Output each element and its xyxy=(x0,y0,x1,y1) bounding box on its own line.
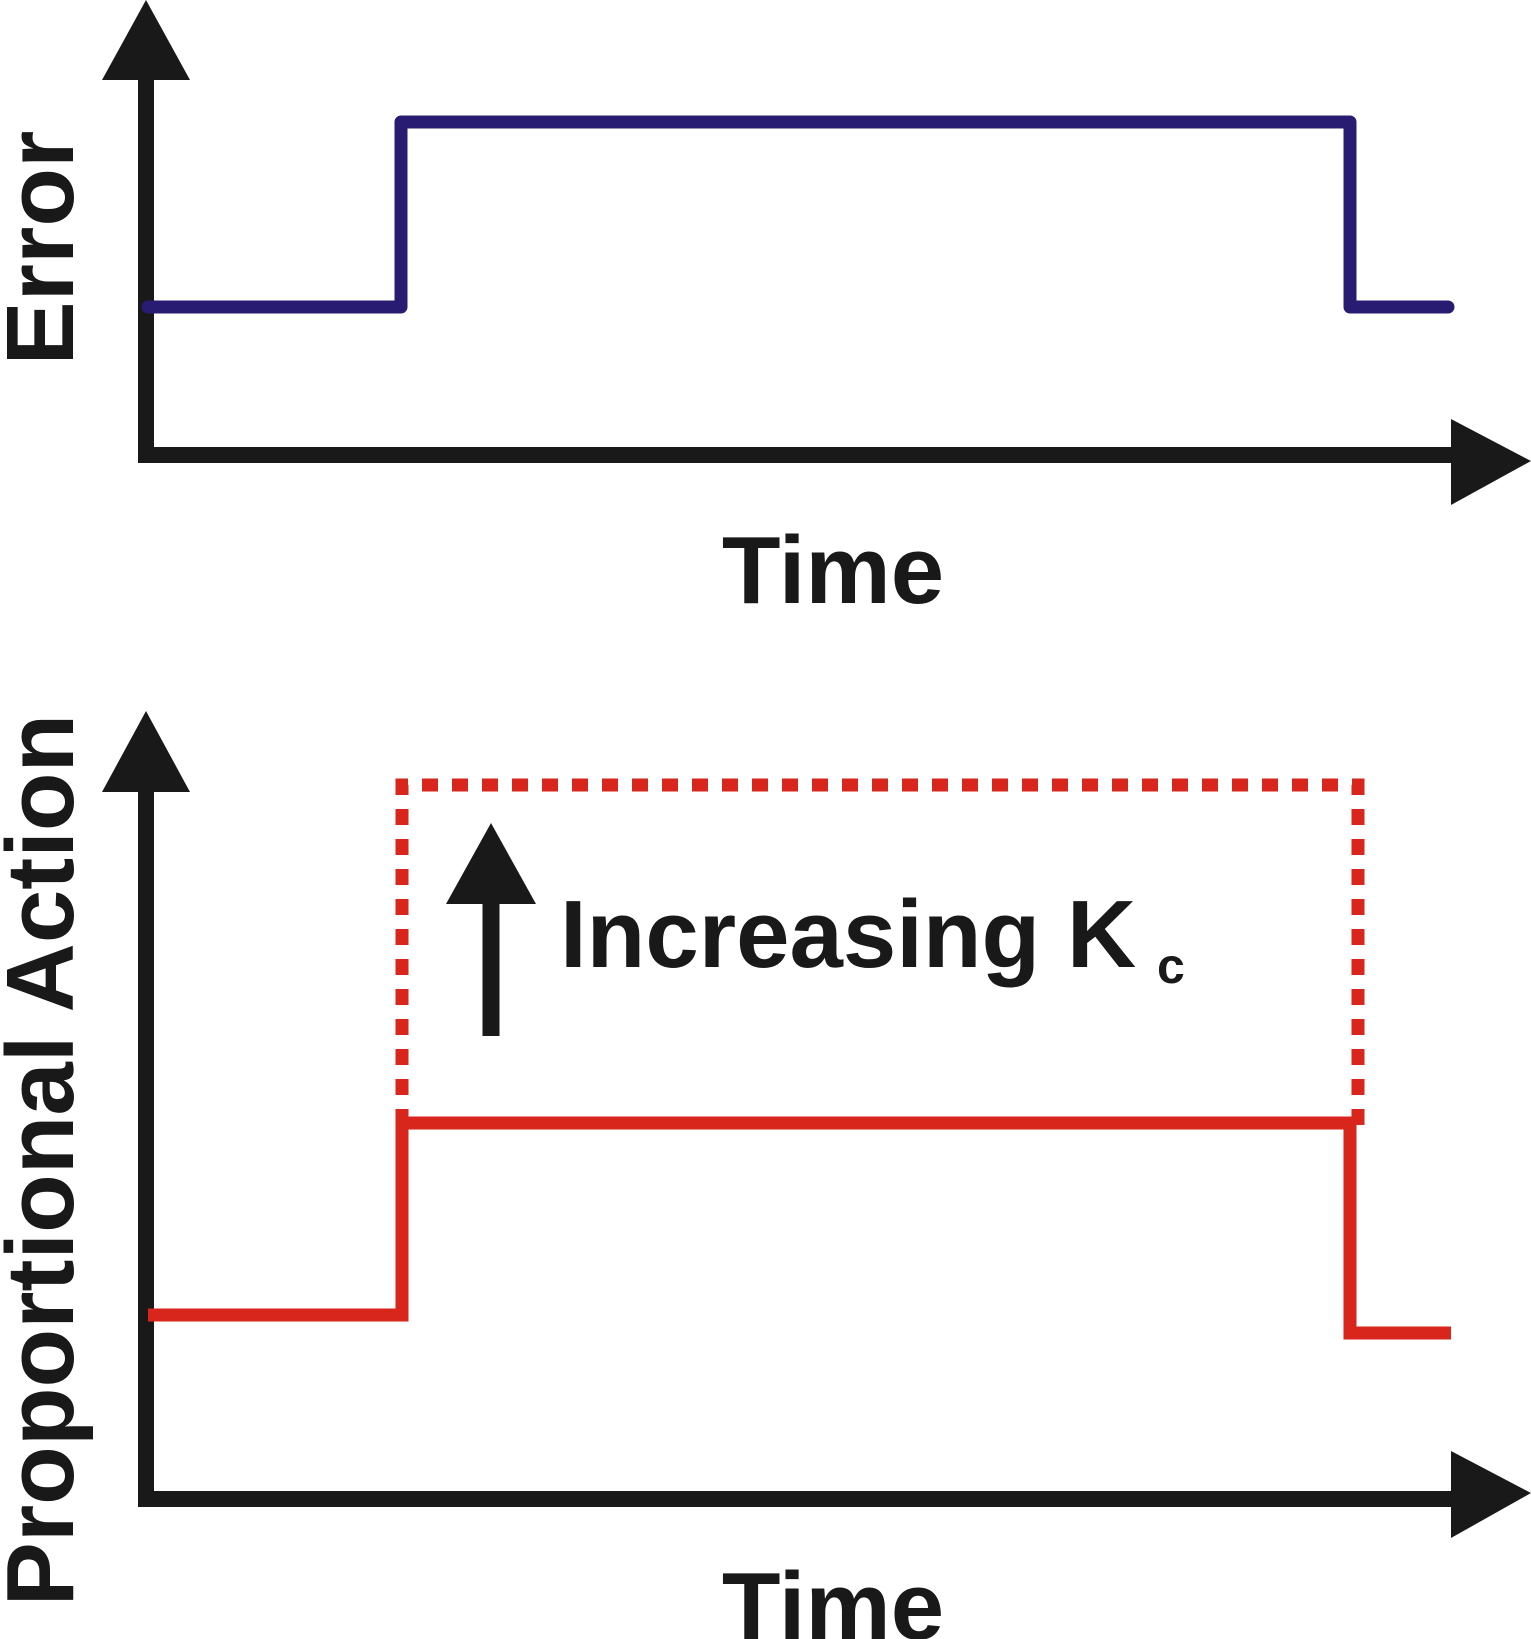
annotation-label: Increasing K xyxy=(560,881,1136,988)
action-x-axis-arrowhead xyxy=(1451,1451,1531,1538)
action-step-line xyxy=(148,1116,1451,1340)
error-y-axis-arrowhead xyxy=(102,0,190,80)
annotation-subscript: c xyxy=(1157,938,1185,994)
action-dotted-step-line xyxy=(395,778,1365,1125)
error-x-axis-arrowhead xyxy=(1451,419,1531,505)
error-step-line xyxy=(141,115,1455,314)
error-x-label: Time xyxy=(722,517,944,624)
action-y-label: Proportional Action xyxy=(0,714,94,1606)
error-plot: Error Time xyxy=(0,0,1531,624)
increasing-arrow-head xyxy=(446,823,536,904)
action-plot: Increasing K c Proportional Action Time xyxy=(0,711,1531,1639)
error-y-label: Error xyxy=(0,131,94,366)
action-x-label: Time xyxy=(722,1553,944,1639)
annotation-main-text: Increasing K xyxy=(560,881,1136,988)
action-y-axis-arrowhead xyxy=(102,711,190,792)
